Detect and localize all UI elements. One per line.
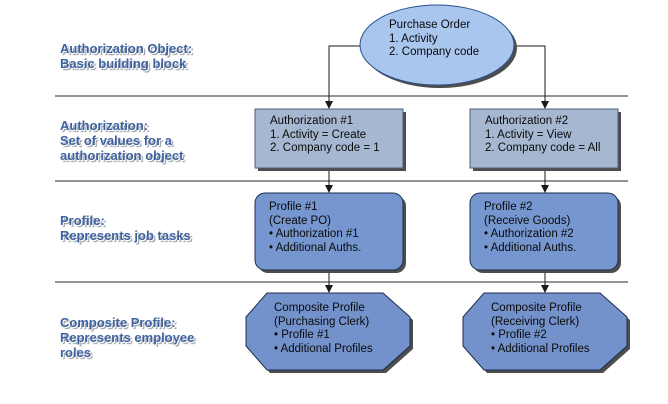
authorization-2-text: Authorization #2 1. Activity = View 2. C…	[470, 109, 618, 168]
profile-1-box	[254, 192, 404, 271]
composite-2-subtitle: (Receiving Clerk)	[491, 315, 580, 328]
level-label-line: authorization object	[60, 148, 184, 163]
level-label-line: roles	[60, 345, 92, 360]
level-label-line: Represents job tasks	[60, 228, 191, 243]
level-label-authorization-object: Authorization Object: Basic building blo…	[60, 41, 192, 71]
profile-2-subtitle: (Receive Goods)	[484, 214, 571, 227]
authorization-1-box	[254, 108, 404, 169]
level-label-line: Authorization:	[60, 118, 149, 133]
composite-1-item: • Additional Profiles	[274, 342, 373, 355]
authorization-1-line: 2. Company code = 1	[270, 142, 380, 154]
profile-2-text: Profile #2 (Receive Goods) • Authorizati…	[470, 196, 618, 270]
authorization-2-line: 1. Activity = View	[485, 128, 572, 141]
composite-2-text: Composite Profile (Receiving Clerk) • Pr…	[463, 295, 627, 370]
connector-po-to-auth1	[325, 45, 362, 109]
profile-1-text: Profile #1 (Create PO) • Authorization #…	[255, 196, 403, 270]
level-label-line: Profile:	[60, 213, 105, 228]
profile-1-item: • Authorization #1	[269, 228, 359, 240]
composite-1-title: Composite Profile	[274, 302, 365, 314]
level-label-line: Basic building block	[60, 56, 187, 71]
composite-2-item: • Profile #2	[491, 329, 547, 341]
authorization-1-line: 1. Activity = Create	[270, 128, 367, 141]
level-label-line: Set of values for a	[60, 133, 172, 148]
authorization-1-title: Authorization #1	[270, 115, 354, 127]
profile-2-item: • Additional Auths.	[484, 241, 577, 254]
profile-1-item: • Additional Auths.	[269, 241, 362, 254]
purchase-order-ellipse	[359, 4, 515, 86]
purchase-order-line: 2. Company code	[389, 46, 480, 58]
composite-2-box	[462, 292, 628, 371]
level-label-composite-profile: Composite Profile: Represents employee r…	[60, 315, 194, 360]
composite-2-item: • Additional Profiles	[491, 342, 590, 355]
purchase-order-text: Purchase Order 1. Activity 2. Company co…	[389, 19, 499, 60]
profile-2-title: Profile #2	[484, 201, 533, 213]
level-label-line: Represents employee	[60, 330, 195, 345]
authorization-1-text: Authorization #1 1. Activity = Create 2.…	[255, 109, 403, 168]
authorization-2-line: 2. Company code = All	[485, 142, 601, 154]
authorization-2-title: Authorization #2	[485, 115, 569, 127]
level-label-line: Composite Profile:	[60, 315, 176, 330]
authorization-2-box	[469, 108, 619, 169]
profile-1-subtitle: (Create PO)	[269, 214, 331, 227]
composite-2-title: Composite Profile	[491, 302, 582, 314]
purchase-order-line: 1. Activity	[389, 32, 438, 45]
composite-1-box	[245, 292, 411, 371]
profile-1-title: Profile #1	[269, 201, 318, 213]
composite-1-subtitle: (Purchasing Clerk)	[274, 315, 370, 328]
profile-2-box	[469, 192, 619, 271]
level-label-authorization: Authorization: Set of values for a autho…	[60, 118, 184, 163]
level-label-line: Authorization Object:	[60, 41, 193, 56]
connector-po-to-auth2	[512, 45, 549, 109]
level-label-profile: Profile: Represents job tasks	[60, 213, 191, 243]
profile-2-item: • Authorization #2	[484, 228, 574, 240]
composite-1-text: Composite Profile (Purchasing Clerk) • P…	[246, 295, 410, 370]
purchase-order-title: Purchase Order	[389, 19, 471, 31]
composite-1-item: • Profile #1	[274, 329, 330, 341]
